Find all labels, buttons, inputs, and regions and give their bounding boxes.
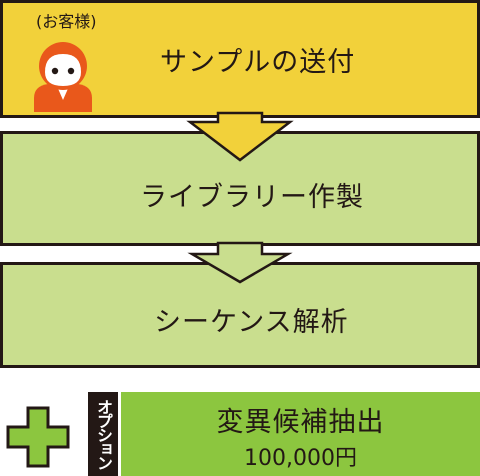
step-1-label: サンプルの送付: [160, 47, 356, 78]
option-title: 変異候補抽出: [216, 407, 385, 438]
option-price: 100,000円: [244, 446, 357, 471]
step-2-label: ライブラリー作製: [140, 182, 364, 213]
step-3-label: シーケンス解析: [154, 307, 349, 338]
person-icon: [34, 42, 92, 112]
customer-tag: (お客様): [36, 12, 97, 31]
option-tag: オプション: [88, 392, 118, 476]
plus-icon: [6, 406, 70, 468]
option-variant-extraction: 変異候補抽出 100,000円: [121, 392, 480, 476]
